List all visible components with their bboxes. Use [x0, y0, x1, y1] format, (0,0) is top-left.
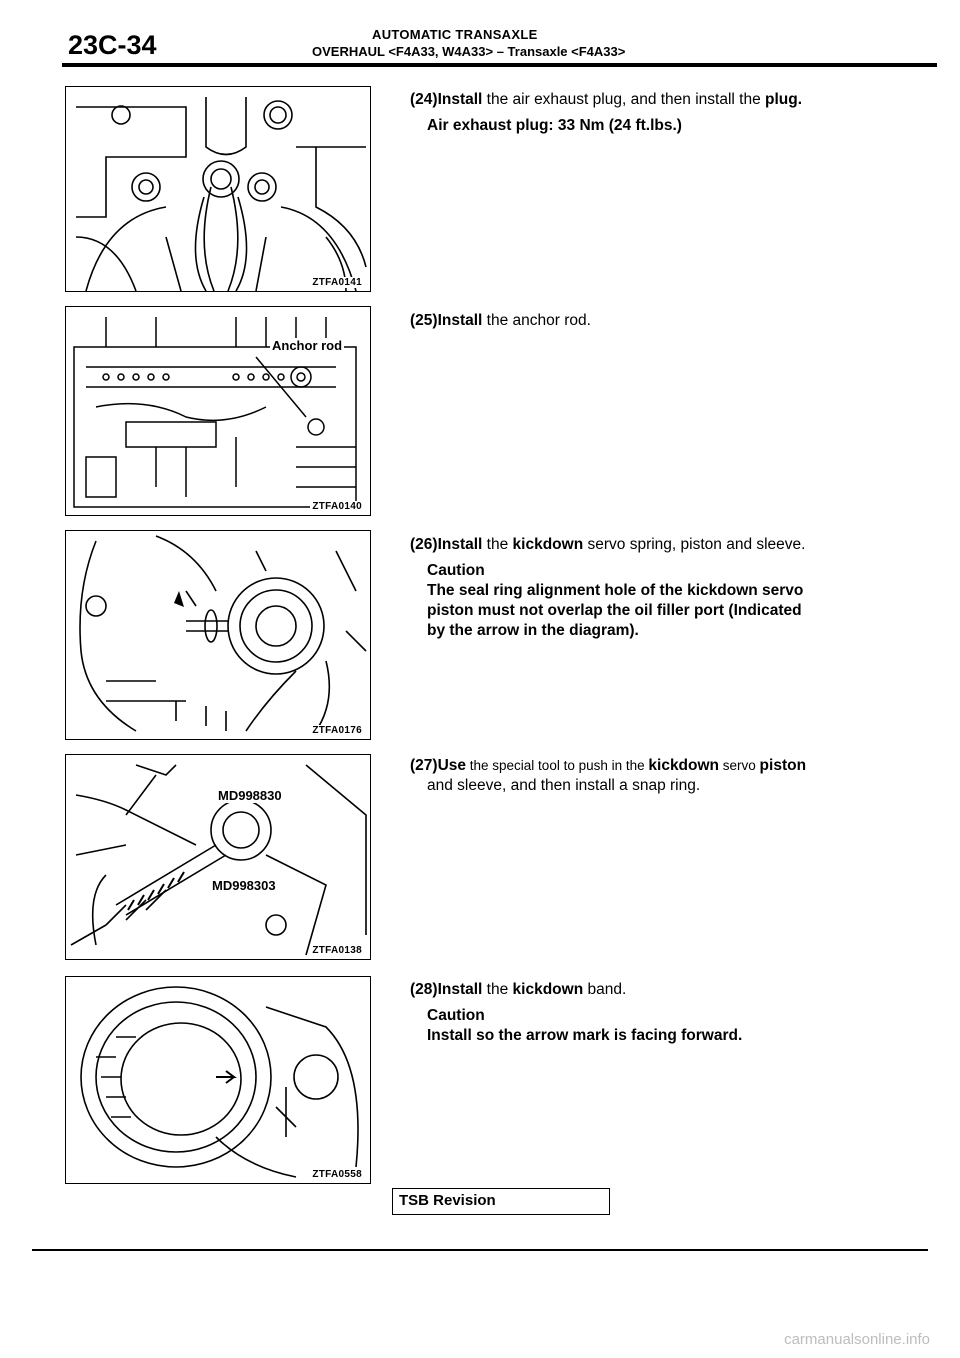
step-text: the	[482, 981, 513, 998]
figure-special-tool: MD998830 MD998303 ZTFA0138	[65, 754, 371, 960]
step-28-caution-label: Caution	[427, 1007, 485, 1024]
figure-kickdown-band: ZTFA0558	[65, 976, 371, 1184]
step-text: the air exhaust plug, and then install t…	[482, 91, 766, 108]
header-rule	[62, 63, 937, 67]
step-text: the	[482, 536, 513, 553]
step-keyword: kickdown	[512, 536, 584, 553]
step-26: (26)Install the kickdown servo spring, p…	[410, 535, 805, 554]
step-verb: Install	[437, 312, 483, 329]
figure-illustration	[70, 764, 367, 956]
page-code: 23C-34	[68, 30, 157, 60]
step-27: (27)Use the special tool to push in the …	[410, 756, 806, 775]
step-number: (27)	[410, 757, 438, 774]
step-text: servo spring, piston and sleeve.	[583, 536, 806, 553]
step-text: servo	[719, 758, 760, 773]
step-26-caution-line: piston must not overlap the oil filler p…	[427, 602, 802, 619]
callout-md998303: MD998303	[210, 878, 278, 893]
footer-rule	[32, 1249, 928, 1251]
figure-kickdown-servo: ZTFA0176	[65, 530, 371, 740]
step-27-line-2: and sleeve, and then install a snap ring…	[427, 777, 701, 794]
tsb-revision-label: TSB Revision	[399, 1192, 496, 1209]
step-26-caution-line: by the arrow in the diagram).	[427, 622, 639, 639]
figure-illustration	[79, 535, 367, 732]
figure-illustration	[75, 97, 367, 291]
figure-code: ZTFA0558	[310, 1169, 364, 1180]
step-text-end: plug.	[765, 91, 803, 108]
callout-anchor-rod: Anchor rod	[270, 338, 345, 353]
step-text: band.	[583, 981, 627, 998]
step-keyword: kickdown	[512, 981, 584, 998]
figure-illustration	[73, 317, 357, 508]
figure-air-exhaust-plug: ZTFA0141	[65, 86, 371, 292]
step-text: the anchor rod.	[482, 312, 591, 329]
step-verb: Install	[437, 91, 483, 108]
figure-anchor-rod: Anchor rod ZTFA0140	[65, 306, 371, 516]
step-keyword: kickdown	[648, 757, 720, 774]
tsb-revision-box: TSB Revision	[392, 1188, 610, 1215]
step-28: (28)Install the kickdown band.	[410, 980, 626, 999]
step-24-spec: Air exhaust plug: 33 Nm (24 ft.lbs.)	[427, 117, 682, 134]
step-28-caution-text: Install so the arrow mark is facing forw…	[427, 1027, 743, 1044]
figure-code: ZTFA0138	[310, 945, 364, 956]
step-text: the special tool to push in the	[466, 758, 649, 773]
step-26-caution-label: Caution	[427, 562, 485, 579]
step-number: (26)	[410, 536, 438, 553]
step-verb: Use	[437, 757, 467, 774]
figure-code: ZTFA0176	[310, 725, 364, 736]
step-number: (24)	[410, 91, 438, 108]
step-number: (28)	[410, 981, 438, 998]
figure-illustration	[80, 986, 359, 1178]
step-25: (25)Install the anchor rod.	[410, 311, 591, 330]
step-number: (25)	[410, 312, 438, 329]
section-title: AUTOMATIC TRANSAXLE	[372, 27, 538, 42]
step-24: (24)Install the air exhaust plug, and th…	[410, 90, 802, 109]
step-26-caution-line: The seal ring alignment hole of the kick…	[427, 582, 804, 599]
watermark: carmanualsonline.info	[784, 1331, 930, 1348]
subsection-title: OVERHAUL <F4A33, W4A33> – Transaxle <F4A…	[312, 44, 626, 59]
figure-code: ZTFA0141	[310, 277, 364, 288]
step-verb: Install	[437, 536, 483, 553]
step-text-end: piston	[759, 757, 807, 774]
figure-code: ZTFA0140	[310, 501, 364, 512]
step-verb: Install	[437, 981, 483, 998]
callout-md998830: MD998830	[216, 788, 284, 803]
